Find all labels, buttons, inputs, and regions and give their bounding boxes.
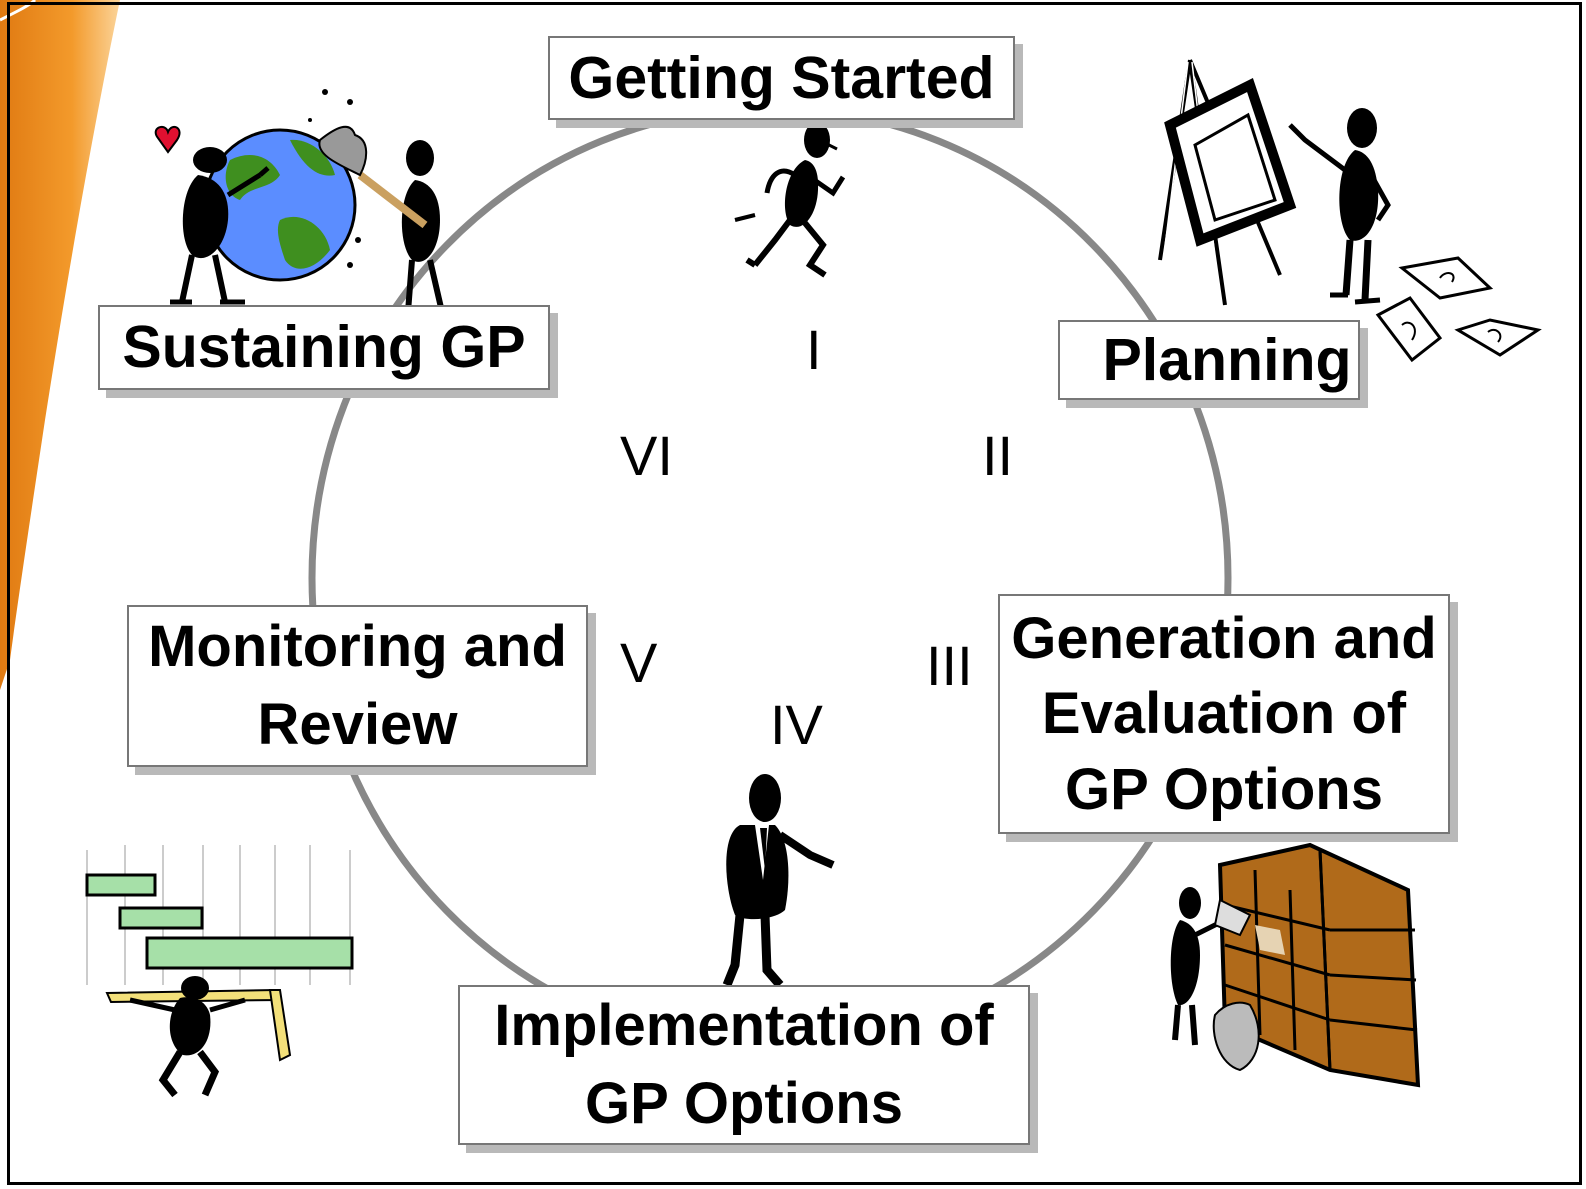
person-filing-cabinet-icon <box>1170 842 1421 1088</box>
stage-monitoring-review: Monitoring and Review <box>127 605 588 767</box>
running-person-icon <box>734 122 846 278</box>
stage-sustaining: Sustaining GP <box>98 305 550 390</box>
stage-label-line: GP Options <box>585 1071 903 1136</box>
orange-swoosh-decoration <box>0 0 120 690</box>
businessman-pointing-icon <box>722 774 835 988</box>
stage-planning: Planning <box>1058 320 1360 400</box>
stage-generation-evaluation: Generation and Evaluation of GP Options <box>998 594 1450 834</box>
slide-frame <box>7 2 1582 1185</box>
stage-implementation: Implementation of GP Options <box>458 985 1030 1145</box>
stage-label-line: GP Options <box>1065 756 1383 822</box>
stage-label: Sustaining GP <box>122 314 526 381</box>
numeral-iv: IV <box>770 693 823 756</box>
numeral-i: I <box>806 318 822 381</box>
numeral-vi: VI <box>620 424 673 487</box>
stage-label-line: Evaluation of <box>1041 681 1407 747</box>
stage-label-line: Implementation of <box>494 992 994 1058</box>
stage-label-line: Generation and <box>1011 605 1437 671</box>
people-cleaning-globe-icon <box>154 89 455 317</box>
stage-getting-started: Getting Started <box>548 36 1015 120</box>
person-at-easel-icon <box>1158 59 1542 363</box>
person-lifting-gantt-chart-icon <box>85 845 354 1098</box>
numeral-iii: III <box>926 634 973 697</box>
stage-label-line: Monitoring and <box>148 613 567 679</box>
stage-label: Getting Started <box>568 44 995 111</box>
stage-label: Planning <box>1102 326 1352 393</box>
numeral-ii: II <box>982 424 1014 487</box>
numeral-v: V <box>620 631 658 694</box>
stage-label-line: Review <box>257 692 458 757</box>
